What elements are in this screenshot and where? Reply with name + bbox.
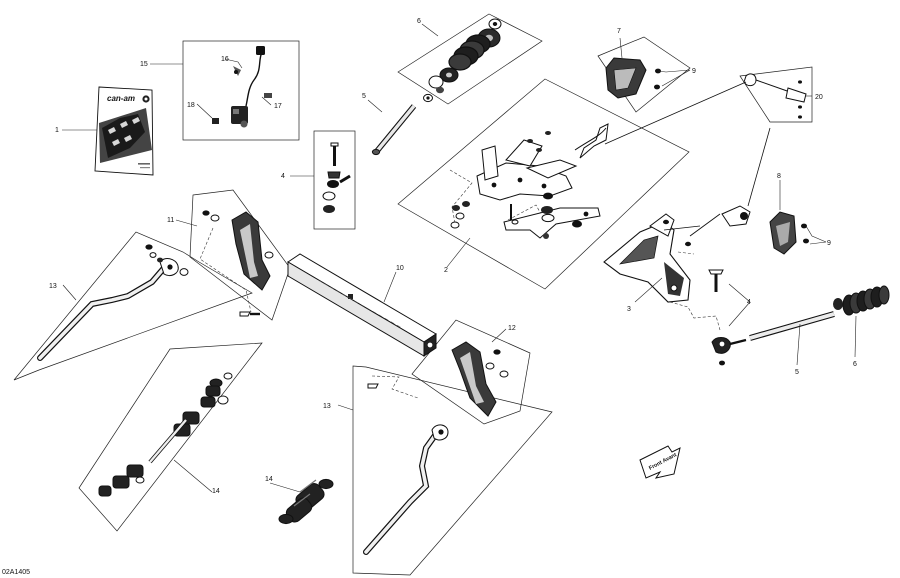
callout-9: 9 <box>827 240 831 247</box>
dash-line <box>449 169 473 224</box>
reference-code: 02A1405 <box>2 569 30 576</box>
callout-13: 13 <box>323 403 331 410</box>
dash-line <box>199 227 252 313</box>
callout-4: 4 <box>747 299 751 306</box>
guide-rod-lower <box>711 311 835 366</box>
panel-hardware <box>313 130 356 230</box>
panel-grip-left <box>78 342 263 532</box>
upper-bracket <box>605 57 661 99</box>
callout-4: 4 <box>281 173 285 180</box>
lower-clip <box>721 127 809 255</box>
panel-support-right <box>411 319 531 425</box>
callout-16: 16 <box>221 56 229 63</box>
manual-brand-logo: can-am <box>107 94 135 103</box>
callout-8: 8 <box>777 173 781 180</box>
callout-1: 1 <box>55 127 59 134</box>
callout-numbers: 1 2 3 4 4 5 5 6 6 7 8 9 9 10 11 12 13 13… <box>49 18 857 495</box>
spring-assembly-right <box>833 285 890 316</box>
grip-right <box>278 478 334 525</box>
guide-rod-upper <box>371 104 417 156</box>
wiring-harness <box>212 46 272 128</box>
callout-12: 12 <box>508 325 516 332</box>
panel-bracket <box>397 78 690 290</box>
callout-14: 14 <box>212 488 220 495</box>
callout-18: 18 <box>187 102 195 109</box>
callout-2: 2 <box>444 267 448 274</box>
callout-5: 5 <box>362 93 366 100</box>
callout-3: 3 <box>627 306 631 313</box>
hardware-stack <box>322 142 351 213</box>
callout-5: 5 <box>795 369 799 376</box>
dash-line <box>669 301 721 331</box>
square-tube <box>287 253 437 357</box>
lever-left <box>37 244 189 361</box>
callout-10: 10 <box>396 265 404 272</box>
panel-lever-left <box>13 231 253 381</box>
callout-11: 11 <box>167 217 174 224</box>
grip-left-exploded <box>98 372 233 497</box>
dash-line <box>507 204 542 221</box>
callout-14: 14 <box>265 476 273 483</box>
callout-15: 15 <box>140 61 148 68</box>
callout-6: 6 <box>417 18 421 25</box>
support-bracket-right <box>367 341 509 417</box>
lever-right <box>363 424 449 555</box>
lower-bracket <box>603 213 721 303</box>
front-direction-arrow: Front Avant <box>639 445 681 479</box>
callout-7: 7 <box>617 28 621 35</box>
hex-bolt <box>708 269 724 292</box>
panel-spring-assembly <box>397 13 543 105</box>
main-bracket <box>450 123 609 239</box>
support-bracket-left <box>202 210 274 317</box>
leader-lines <box>62 23 857 493</box>
callout-9: 9 <box>692 68 696 75</box>
spring-assembly-top <box>423 18 502 103</box>
dash-line <box>371 375 419 399</box>
panel-support-left <box>189 189 291 321</box>
panel-cable <box>739 66 813 123</box>
panel-lever-right <box>352 365 553 576</box>
callout-17: 17 <box>274 103 282 110</box>
callout-13: 13 <box>49 283 57 290</box>
callout-20: 20 <box>815 94 823 101</box>
dash-line <box>677 251 695 255</box>
callout-6: 6 <box>853 361 857 368</box>
panel-harness <box>182 40 300 141</box>
operators-guide-booklet: can-am <box>94 86 154 176</box>
cable-assembly <box>604 73 807 145</box>
